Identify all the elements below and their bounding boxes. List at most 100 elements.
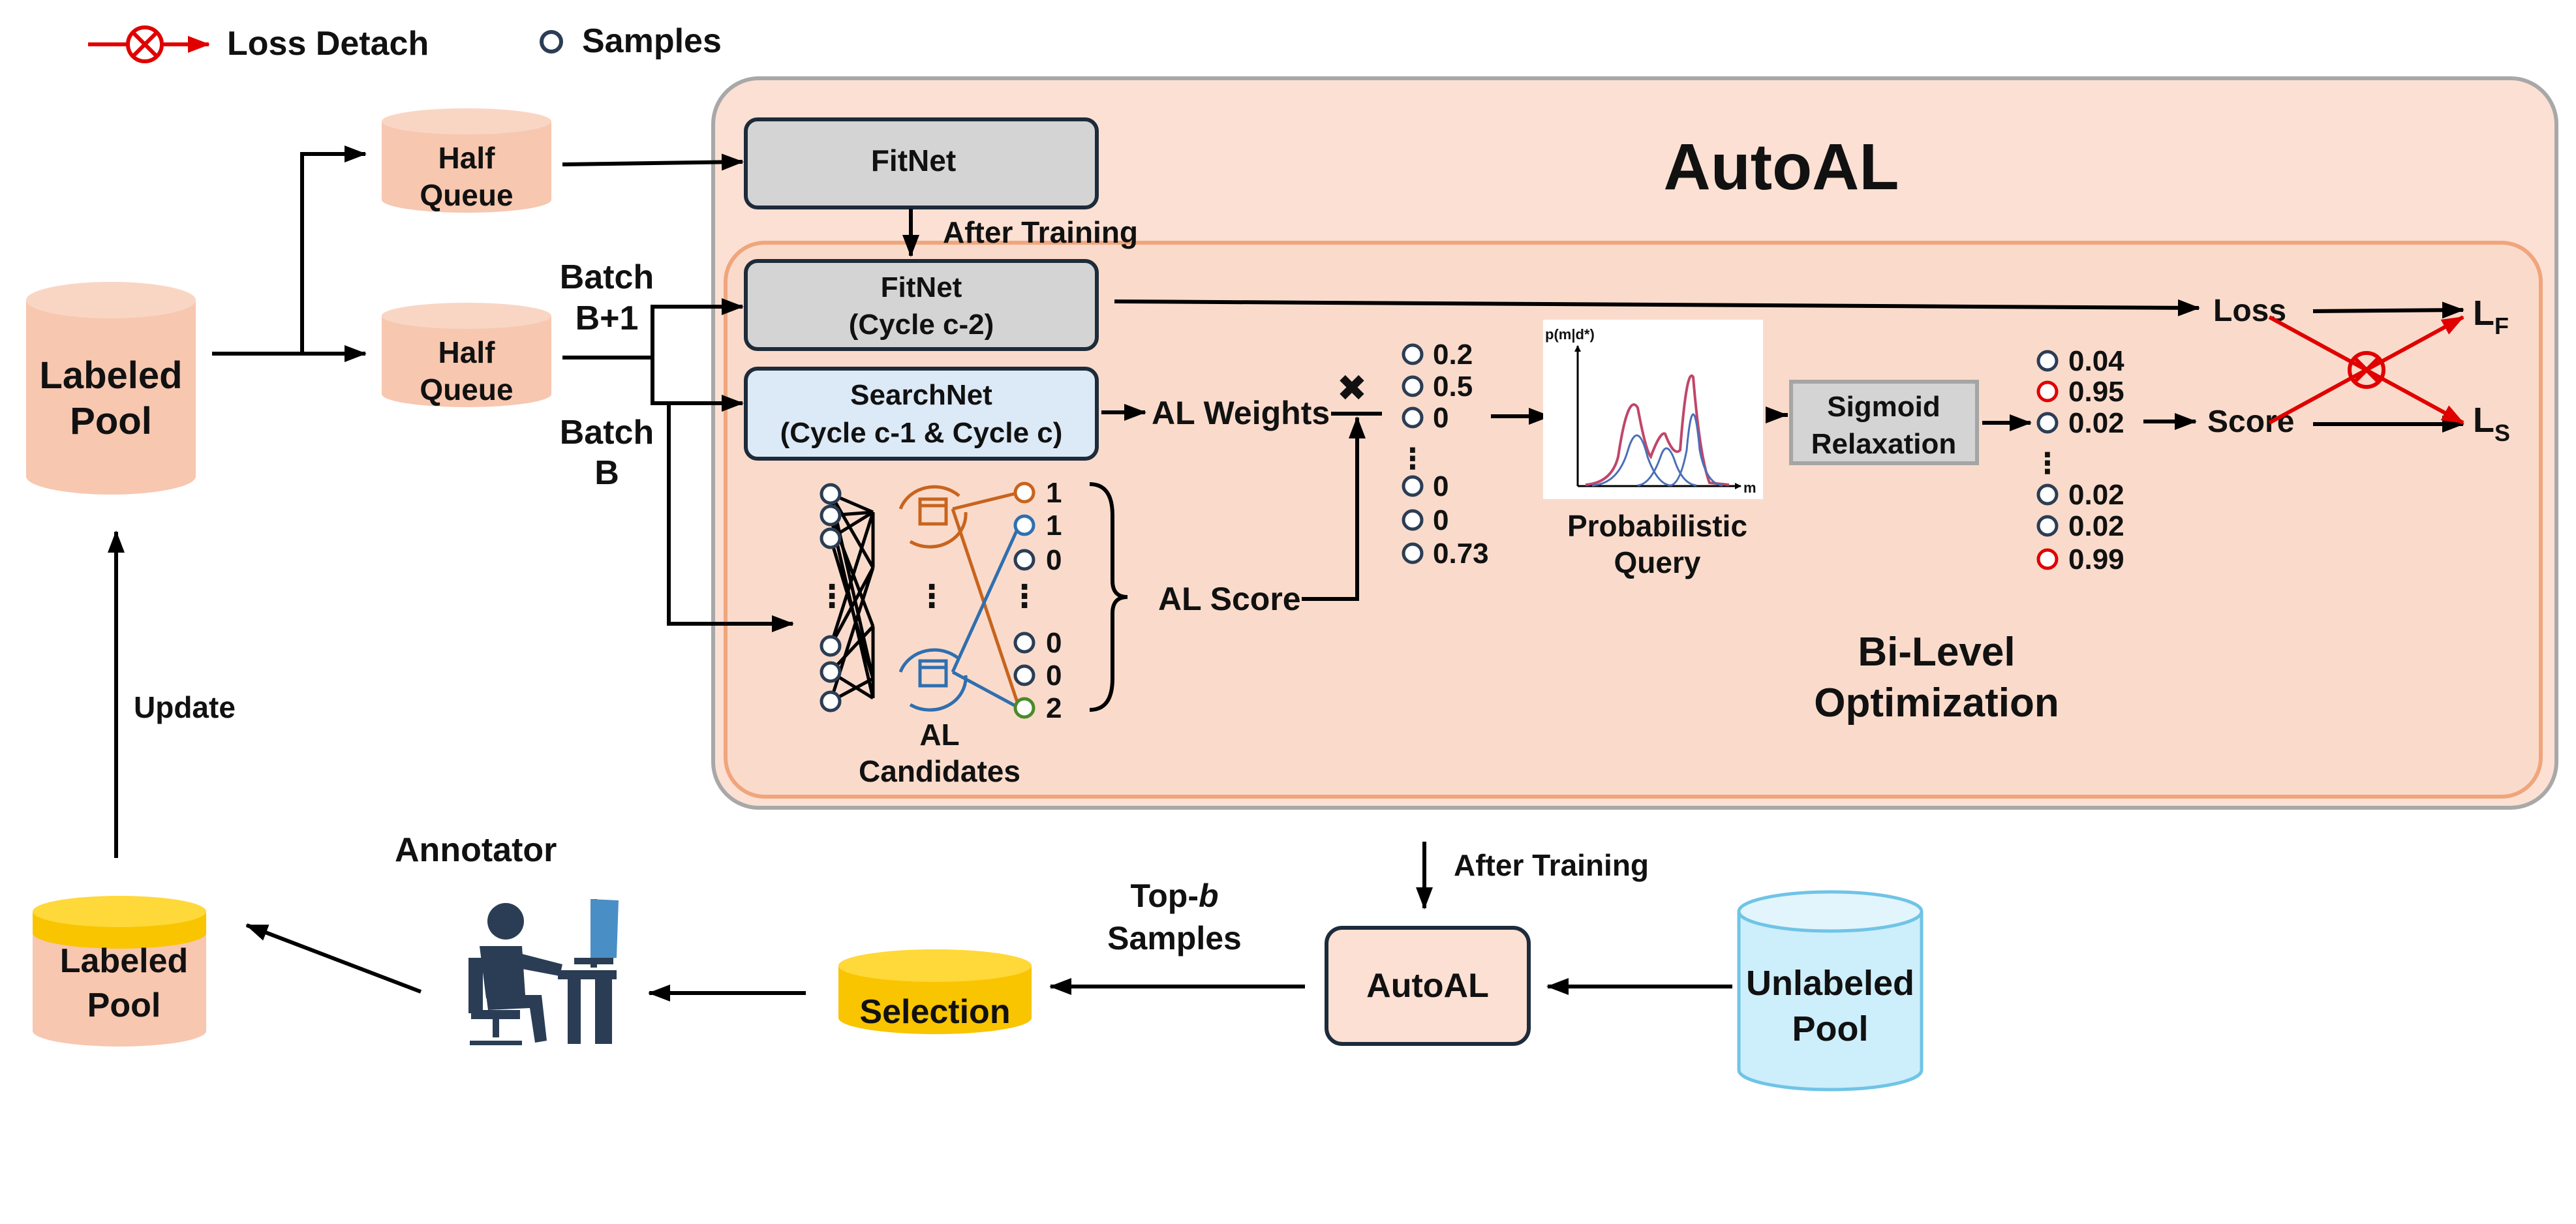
- prob-query-xlabel: m: [1743, 480, 1756, 496]
- candidates-brace: [1089, 482, 1128, 712]
- selection-cylinder: [838, 949, 1032, 1034]
- fitnet-cycle-box: [744, 259, 1099, 351]
- half-queue-bottom-cylinder: [382, 303, 551, 407]
- searchnet-label-2: (Cycle c-1 & Cycle c): [780, 417, 1063, 449]
- lf-label: LF: [2473, 294, 2509, 339]
- autoal-title: AutoAL: [1664, 130, 1899, 204]
- searchnet-box: [744, 367, 1099, 461]
- annotator-person-icon: [468, 899, 619, 1045]
- unlabeled-pool-label-2: Pool: [1792, 1009, 1869, 1048]
- relaxed-node-2: [2036, 380, 2059, 403]
- candidate-nodes: [820, 483, 842, 712]
- fitnet-cycle-label-2: (Cycle c-2): [849, 309, 994, 341]
- blue-cycle-box-icon: [898, 648, 968, 712]
- labeled-pool-cylinder: [26, 282, 196, 495]
- prob-query-ylabel: p(m|d*): [1545, 326, 1595, 343]
- fitnet-top-box: [744, 117, 1099, 209]
- legend-samples: Samples: [582, 22, 722, 60]
- candidate-score-1: 1: [1046, 477, 1062, 509]
- sigmoid-box: [1789, 380, 1979, 465]
- labeled-pool-bottom-cylinder: [33, 896, 206, 1047]
- half-queue-top-label-2: Queue: [420, 178, 513, 212]
- legend: Loss Detach Samples: [88, 22, 722, 63]
- annotator-label: Annotator: [395, 831, 557, 869]
- topb-prefix: Top-: [1130, 878, 1199, 914]
- weight-value-1: 0.2: [1433, 339, 1473, 371]
- svg-text:⋮: ⋮: [1009, 579, 1040, 614]
- candidate-score-2: 1: [1046, 510, 1062, 542]
- candidate-score-6: 2: [1046, 692, 1062, 724]
- relaxed-node-1: [2036, 350, 2059, 372]
- al-candidates-label-2: Candidates: [859, 754, 1020, 788]
- svg-text:⋮: ⋮: [816, 579, 848, 614]
- relaxed-value-4: 0.02: [2068, 479, 2124, 511]
- batch-b-label-2: B: [594, 454, 619, 492]
- after-training-top: After Training: [943, 215, 1138, 249]
- relaxed-value-6: 0.99: [2068, 543, 2124, 575]
- weights-nodes: [1402, 343, 1424, 564]
- relaxed-node-5: [2036, 515, 2059, 537]
- unlabeled-pool-label-1: Unlabeled: [1746, 964, 1914, 1003]
- unlabeled-pool-cylinder: [1737, 890, 1924, 1092]
- autoal-box-label: AutoAL: [1366, 967, 1489, 1005]
- score-label: Score: [2207, 405, 2294, 439]
- weight-value-3: 0: [1433, 402, 1449, 434]
- sigmoid-label-2: Relaxation: [1811, 428, 1957, 460]
- weight-value-4: 0: [1433, 470, 1449, 502]
- batch-b-plus-1-label-2: B+1: [575, 299, 639, 337]
- al-weights-label: AL Weights: [1152, 395, 1330, 431]
- svg-text:⋮: ⋮: [2033, 448, 2062, 480]
- prob-query-label-2: Query: [1614, 545, 1701, 579]
- update-label: Update: [134, 690, 236, 724]
- candidate-score-4: 0: [1046, 627, 1062, 659]
- autoal-box: [1325, 926, 1531, 1046]
- half-queue-bottom-label-1: Half: [438, 335, 496, 369]
- al-score-label: AL Score: [1158, 581, 1301, 617]
- labeled-pool-bottom-label-2: Pool: [87, 987, 161, 1024]
- svg-text:⋮: ⋮: [916, 579, 947, 614]
- selection-label: Selection: [859, 993, 1010, 1031]
- searchnet-label-1: SearchNet: [850, 379, 992, 411]
- al-candidates-network: [829, 491, 1021, 710]
- lf-sub: F: [2494, 313, 2509, 339]
- lf-main: L: [2473, 294, 2494, 333]
- relaxed-node-6: [2036, 548, 2059, 570]
- ls-main: L: [2473, 401, 2494, 440]
- half-queue-bottom-label-2: Queue: [420, 373, 513, 406]
- topb-label-2: Samples: [1107, 920, 1242, 956]
- fitnet-top-label: FitNet: [871, 144, 956, 177]
- bilevel-label-1: Bi-Level: [1858, 630, 2015, 675]
- relaxed-value-2: 0.95: [2068, 376, 2124, 408]
- bilevel-inner-panel: [724, 241, 2543, 799]
- relaxed-node-3: [2036, 412, 2059, 434]
- batch-b-label-1: Batch: [560, 414, 654, 451]
- after-training-bottom: After Training: [1454, 848, 1649, 882]
- candidate-score-3: 0: [1046, 544, 1062, 576]
- loss-detach-icon: [2348, 351, 2385, 389]
- bilevel-label-2: Optimization: [1814, 681, 2059, 726]
- weight-value-2: 0.5: [1433, 371, 1473, 403]
- relaxed-node-4: [2036, 483, 2059, 506]
- fitnet-cycle-label-1: FitNet: [881, 271, 962, 303]
- labeled-pool-label-2: Pool: [70, 400, 152, 442]
- candidate-score-5: 0: [1046, 660, 1062, 692]
- half-queue-top-cylinder: [382, 108, 551, 213]
- ls-label: LS: [2473, 401, 2510, 446]
- labeled-pool-label-1: Labeled: [39, 354, 182, 397]
- svg-text:⋮: ⋮: [1398, 443, 1427, 475]
- labeled-pool-bottom-label-1: Labeled: [60, 942, 189, 980]
- topb-label-1: Top-b: [1130, 878, 1218, 914]
- orange-cycle-box-icon: [898, 485, 968, 549]
- al-candidates-label-1: AL: [919, 718, 959, 752]
- relaxed-value-1: 0.04: [2068, 345, 2124, 377]
- loss-label: Loss: [2213, 294, 2286, 328]
- weight-value-5: 0: [1433, 504, 1449, 536]
- prob-query-label-1: Probabilistic: [1567, 509, 1747, 543]
- relaxed-value-3: 0.02: [2068, 407, 2124, 439]
- prob-query-density-curve: [1585, 375, 1730, 486]
- sigmoid-label-1: Sigmoid: [1827, 391, 1940, 423]
- relaxed-value-5: 0.02: [2068, 510, 2124, 542]
- half-queue-top-label-1: Half: [438, 141, 496, 175]
- legend-loss-detach: Loss Detach: [227, 25, 429, 63]
